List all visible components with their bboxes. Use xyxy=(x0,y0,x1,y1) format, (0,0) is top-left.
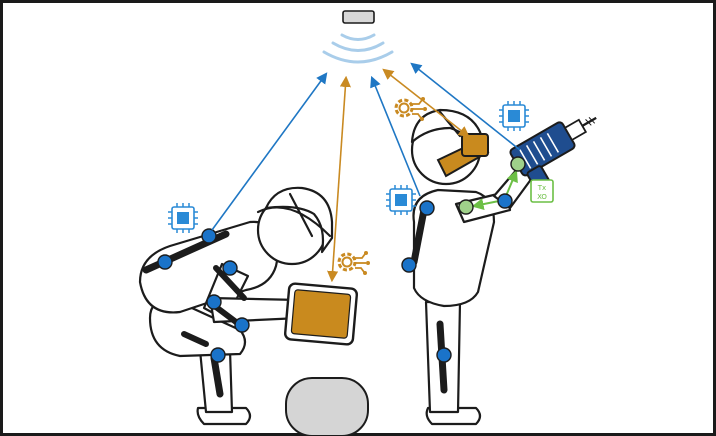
smart-glasses xyxy=(436,133,490,178)
left-worker xyxy=(138,186,334,426)
power-drill xyxy=(509,116,597,193)
matrix-icon-bottom: XO xyxy=(537,193,547,201)
link-tablet-to-sensor xyxy=(327,75,351,283)
wifi-signal-icon xyxy=(322,33,394,64)
ceiling-sensor xyxy=(342,10,375,24)
link-left-worker-to-sensor xyxy=(211,72,328,231)
matrix-icon-top: Tx xyxy=(537,184,546,192)
floor-object xyxy=(285,377,369,436)
tablet-device xyxy=(283,282,359,346)
sensor-chip-icon xyxy=(385,184,417,216)
sensor-chip-icon xyxy=(498,100,530,132)
sensor-chip-icon xyxy=(167,202,199,234)
left-worker-joints xyxy=(157,228,250,363)
transform-matrix-icon: Tx XO xyxy=(530,179,554,203)
link-sensor-to-glasses xyxy=(382,68,470,138)
right-worker-joints xyxy=(401,156,526,363)
wireless-links xyxy=(211,62,521,283)
